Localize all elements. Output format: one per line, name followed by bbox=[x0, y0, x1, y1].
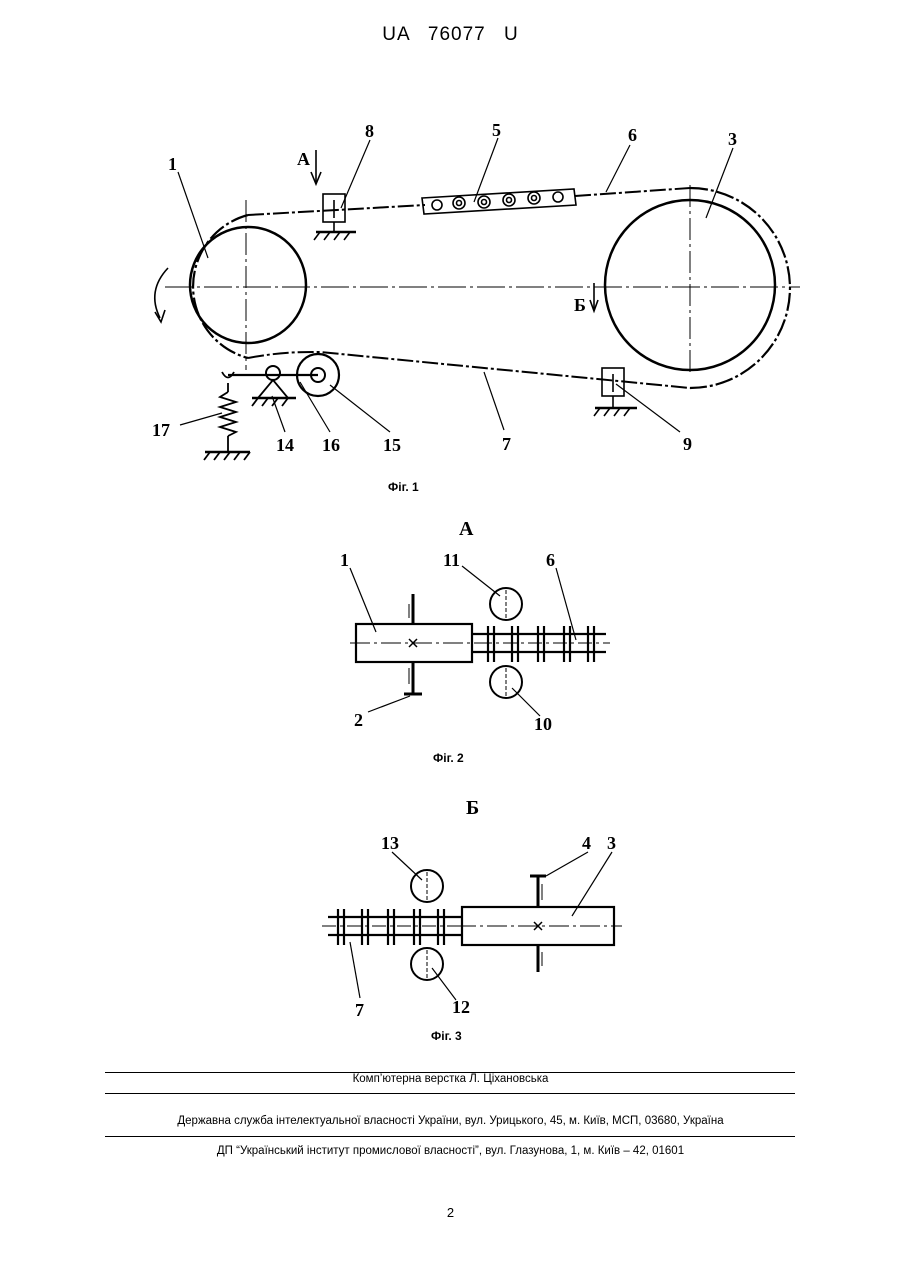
label-fig2-10: 10 bbox=[534, 714, 552, 734]
roller-chain-5 bbox=[422, 189, 576, 214]
sensor-9 bbox=[594, 368, 637, 416]
figure-2 bbox=[350, 566, 610, 716]
label-6: 6 bbox=[628, 125, 637, 145]
label-8: 8 bbox=[365, 121, 374, 141]
label-fig3-7: 7 bbox=[355, 1000, 364, 1020]
label-1: 1 bbox=[168, 154, 177, 174]
chain-6 bbox=[248, 205, 425, 215]
label-fig2-11: 11 bbox=[443, 550, 460, 570]
label-17: 17 bbox=[152, 420, 170, 440]
leader-lines-fig1 bbox=[178, 138, 733, 432]
tensioner-assembly bbox=[204, 354, 339, 460]
agency-address: Державна служба інтелектуальної власност… bbox=[0, 1115, 901, 1127]
label-14: 14 bbox=[276, 435, 294, 455]
layout-credit: Комп’ютерна верстка Л. Ціхановська bbox=[0, 1073, 901, 1085]
label-fig3-4: 4 bbox=[582, 833, 591, 853]
label-fig3-3: 3 bbox=[607, 833, 616, 853]
footer-rule-middle bbox=[105, 1093, 795, 1094]
figure-1 bbox=[155, 138, 800, 460]
label-15: 15 bbox=[383, 435, 401, 455]
chain-6-section bbox=[472, 626, 610, 662]
view-marker-a: А bbox=[297, 149, 310, 169]
label-fig2-1: 1 bbox=[340, 550, 349, 570]
figure-2-caption: Фіг. 2 bbox=[433, 751, 464, 765]
label-fig3-12: 12 bbox=[452, 997, 470, 1017]
chain-7-section bbox=[322, 909, 462, 945]
institute-address: ДП “Український інститут промислової вла… bbox=[0, 1145, 901, 1157]
label-fig2-6: 6 bbox=[546, 550, 555, 570]
label-7: 7 bbox=[502, 434, 511, 454]
figure-3-caption: Фіг. 3 bbox=[431, 1029, 462, 1043]
figure-2-title: А bbox=[459, 518, 474, 540]
label-9: 9 bbox=[683, 434, 692, 454]
figure-3 bbox=[322, 852, 622, 1000]
label-5: 5 bbox=[492, 120, 501, 140]
label-3: 3 bbox=[728, 129, 737, 149]
view-marker-b: Б bbox=[574, 295, 586, 315]
figure-3-title: Б bbox=[466, 797, 479, 819]
label-fig3-13: 13 bbox=[381, 833, 399, 853]
sensor-8 bbox=[314, 194, 356, 240]
label-16: 16 bbox=[322, 435, 340, 455]
drive-wheel-1 bbox=[190, 227, 306, 343]
footer-rule-bottom bbox=[105, 1136, 795, 1137]
label-fig2-2: 2 bbox=[354, 710, 363, 730]
page-number: 2 bbox=[0, 1205, 901, 1220]
figure-1-caption: Фіг. 1 bbox=[388, 480, 419, 494]
